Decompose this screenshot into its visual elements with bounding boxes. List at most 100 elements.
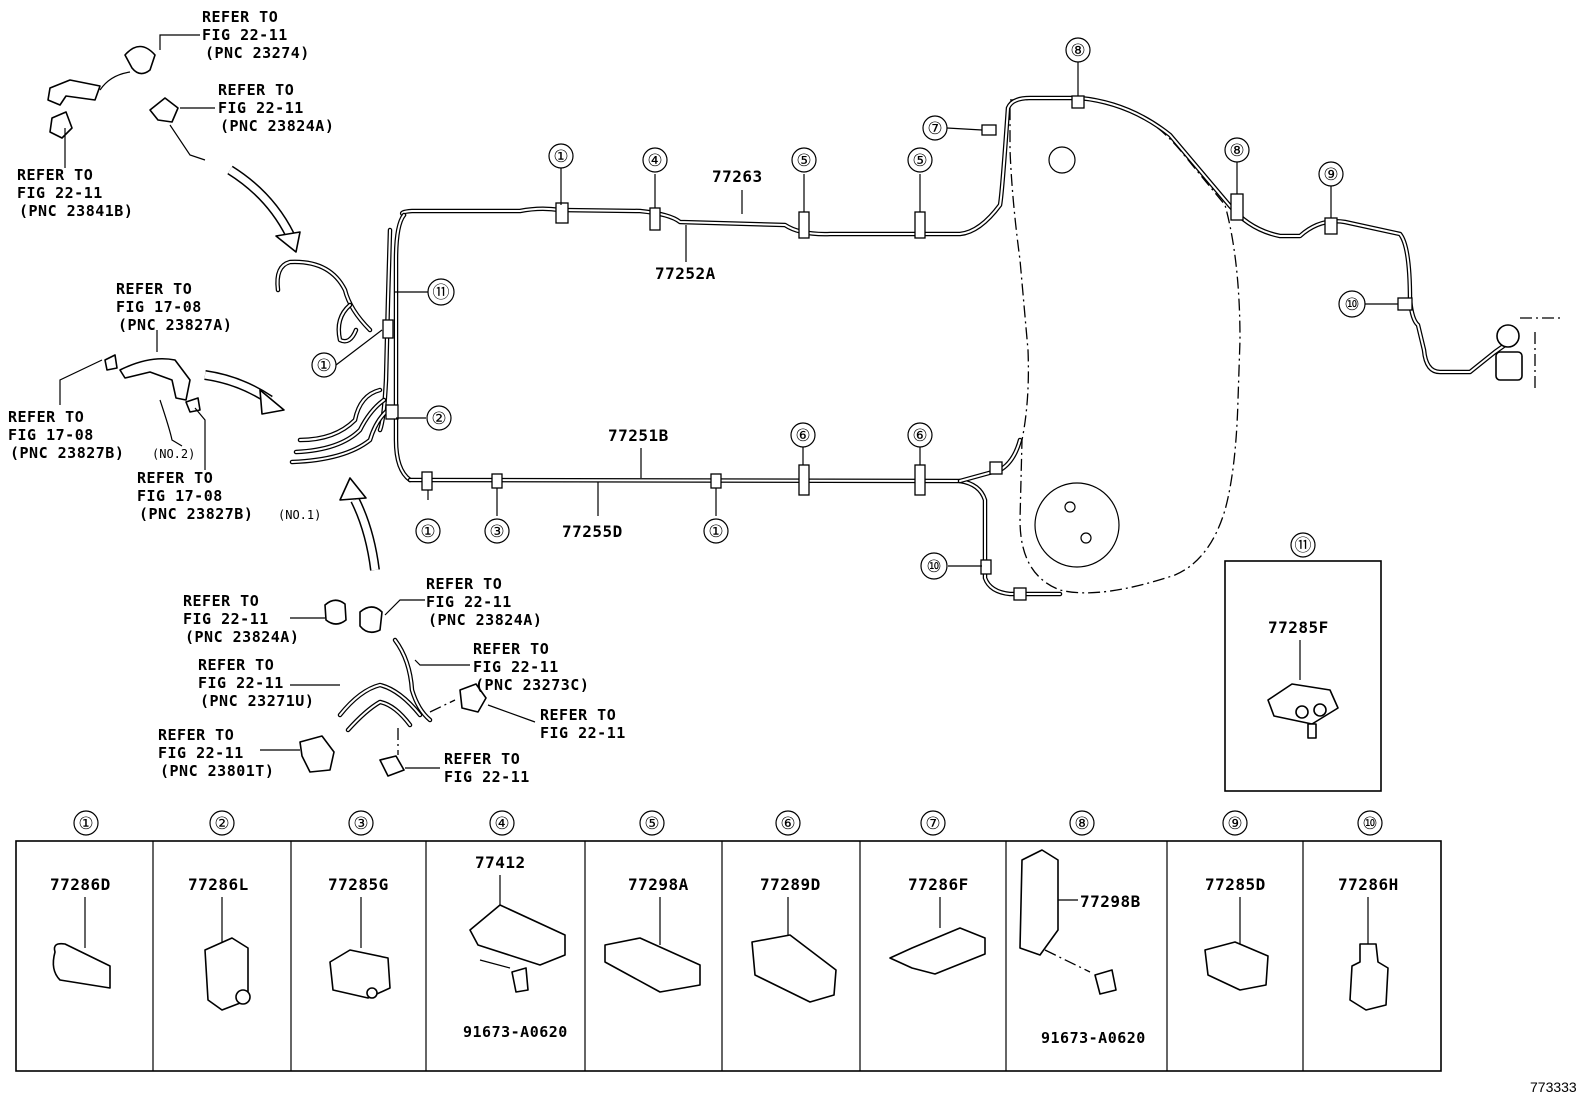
refer-3-line3: (PNC 23841B) xyxy=(19,202,133,220)
box10-number: ⑩ xyxy=(1362,814,1377,834)
refer-5-note: (NO.2) xyxy=(152,447,195,461)
refer-5-line1: REFER TO xyxy=(8,408,84,426)
callout-3: ③ xyxy=(489,522,504,542)
box8-bolt: 91673-A0620 xyxy=(1041,1029,1146,1047)
refer-4-line2: FIG 17-08 xyxy=(116,298,202,316)
fuel-tank-outline xyxy=(1009,97,1241,594)
box3-number: ③ xyxy=(353,814,368,834)
refer-9-line2: FIG 22-11 xyxy=(473,658,559,676)
refer-3-line2: FIG 22-11 xyxy=(17,184,103,202)
refer-labels: REFER TO FIG 22-11 (PNC 23274) REFER TO … xyxy=(8,8,625,786)
callout-1: ① xyxy=(553,147,568,167)
callout-8: ⑧ xyxy=(1070,41,1085,61)
assembly-arrows xyxy=(204,165,380,571)
refer-6-line1: REFER TO xyxy=(137,469,213,487)
detail-box-7: ⑦ 77286F xyxy=(889,810,986,975)
callout-2: ② xyxy=(431,409,446,429)
callout-1c: ① xyxy=(420,522,435,542)
detail-box-10: ⑩ 77286H xyxy=(1338,810,1399,1011)
refer-5-line3: (PNC 23827B) xyxy=(10,444,124,462)
refer-9-line3: (PNC 23273C) xyxy=(475,676,589,694)
refer-2-line1: REFER TO xyxy=(218,81,294,99)
refer-12-line1: REFER TO xyxy=(158,726,234,744)
box10-part: 77286H xyxy=(1338,875,1399,894)
brake-line-lower xyxy=(407,437,1063,597)
refer-3-line1: REFER TO xyxy=(17,166,93,184)
box1-part: 77286D xyxy=(50,875,111,894)
box4-part: 77412 xyxy=(475,853,526,872)
callout-5: ⑤ xyxy=(796,151,811,171)
box6-number: ⑥ xyxy=(780,814,795,834)
box8-part: 77298B xyxy=(1080,892,1141,911)
brake-line-left-vertical xyxy=(377,212,413,483)
box2-number: ② xyxy=(214,814,229,834)
refer-7-line3: (PNC 23824A) xyxy=(428,611,542,629)
callout-6: ⑥ xyxy=(795,426,810,446)
label-77263: 77263 xyxy=(712,167,763,186)
label-77251b: 77251B xyxy=(608,426,669,445)
refer-4-line3: (PNC 23827A) xyxy=(118,316,232,334)
box8-number: ⑧ xyxy=(1074,814,1089,834)
refer-1-line1: REFER TO xyxy=(202,8,278,26)
refer-13-line1: REFER TO xyxy=(444,750,520,768)
refer-10-line2: FIG 22-11 xyxy=(198,674,284,692)
box11-number: ⑪ xyxy=(1295,536,1312,556)
callout-circles: ① ④ ⑤ ⑤ ⑦ ⑧ ⑧ ⑨ ⑩ ⑪ ① ② ⑥ ⑥ ① ③ ① ⑩ xyxy=(311,37,1366,580)
refer-1-line3: (PNC 23274) xyxy=(205,44,310,62)
box6-part: 77289D xyxy=(760,875,821,894)
box11-part: 77285F xyxy=(1268,618,1329,637)
box3-part: 77285G xyxy=(328,875,389,894)
box4-bolt: 91673-A0620 xyxy=(463,1023,568,1041)
refer-11-line1: REFER TO xyxy=(540,706,616,724)
upper-left-parts xyxy=(47,45,206,447)
refer-8-line1: REFER TO xyxy=(183,592,259,610)
detail-box-3: ③ 77285G xyxy=(328,810,391,999)
refer-12-line3: (PNC 23801T) xyxy=(160,762,274,780)
detail-box-4: ④ 77412 91673-A0620 xyxy=(463,810,568,1041)
refer-9-line1: REFER TO xyxy=(473,640,549,658)
detail-box-2: ② 77286L xyxy=(188,810,251,1011)
label-77252a: 77252A xyxy=(655,264,716,283)
callout-5b: ⑤ xyxy=(912,151,927,171)
refer-13-line2: FIG 22-11 xyxy=(444,768,530,786)
master-cylinder-lines xyxy=(275,259,391,465)
callout-10b: ⑩ xyxy=(926,557,941,577)
refer-6-line2: FIG 17-08 xyxy=(137,487,223,505)
detail-box-row xyxy=(15,840,1442,1072)
refer-6-note: (NO.1) xyxy=(278,508,321,522)
refer-8-line2: FIG 22-11 xyxy=(183,610,269,628)
refer-1-line2: FIG 22-11 xyxy=(202,26,288,44)
callout-4: ④ xyxy=(647,151,662,171)
detail-box-5: ⑤ 77298A xyxy=(604,810,701,993)
refer-2-line2: FIG 22-11 xyxy=(218,99,304,117)
callout-11: ⑪ xyxy=(433,283,450,303)
callout-7: ⑦ xyxy=(927,119,942,139)
pipe-clamps xyxy=(382,95,1413,601)
detail-box-1: ① 77286D xyxy=(50,810,111,989)
label-77255d: 77255D xyxy=(562,522,623,541)
callout-10: ⑩ xyxy=(1344,295,1359,315)
refer-5-line2: FIG 17-08 xyxy=(8,426,94,444)
box4-number: ④ xyxy=(494,814,509,834)
box1-number: ① xyxy=(78,814,93,834)
diagram-id: 773333 xyxy=(1530,1079,1577,1095)
box9-part: 77285D xyxy=(1205,875,1266,894)
refer-12-line2: FIG 22-11 xyxy=(158,744,244,762)
detail-box-11: ⑪ 77285F xyxy=(1224,532,1382,792)
callout-9: ⑨ xyxy=(1323,165,1338,185)
detail-box-8: ⑧ 77298B 91673-A0620 xyxy=(1019,810,1146,1047)
callout-1b: ① xyxy=(316,356,331,376)
box7-number: ⑦ xyxy=(925,814,940,834)
detail-box-9: ⑨ 77285D xyxy=(1204,810,1269,991)
refer-2-line3: (PNC 23824A) xyxy=(220,117,334,135)
refer-7-line1: REFER TO xyxy=(426,575,502,593)
box7-part: 77286F xyxy=(908,875,969,894)
rear-brake-fitting xyxy=(1495,317,1560,390)
lower-left-parts xyxy=(299,599,487,777)
box5-part: 77298A xyxy=(628,875,689,894)
box9-number: ⑨ xyxy=(1227,814,1242,834)
callout-1d: ① xyxy=(708,522,723,542)
refer-4-line1: REFER TO xyxy=(116,280,192,298)
refer-10-line3: (PNC 23271U) xyxy=(200,692,314,710)
